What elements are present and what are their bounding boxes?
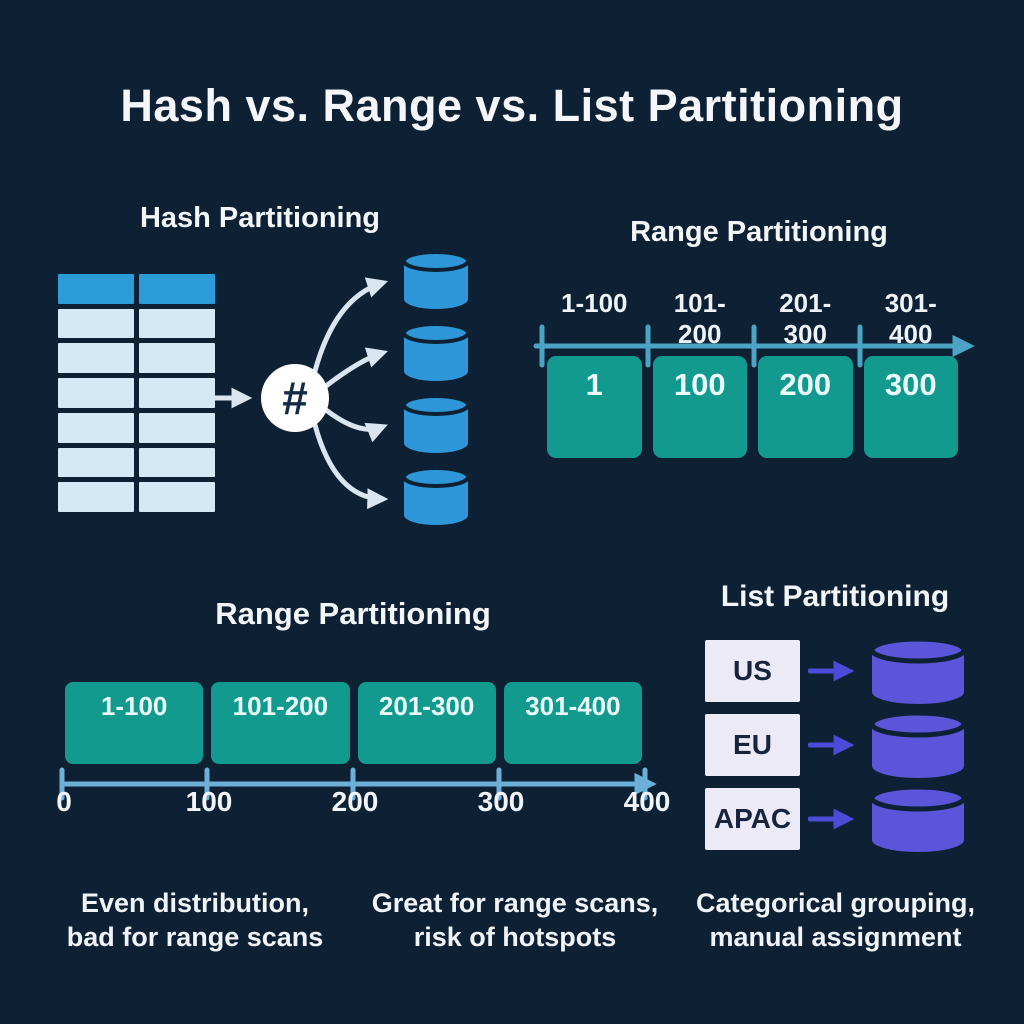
partition-box: 101-200 <box>211 682 350 764</box>
list-caption: Categorical grouping, manual assignment <box>688 886 983 954</box>
partition-box: 1-100 <box>65 682 204 764</box>
axis-tick-label: 300 <box>477 786 525 817</box>
list-partitioning-section: List Partitioning US EU <box>690 570 1000 870</box>
caption-line: manual assignment <box>709 922 962 952</box>
arrow-right-icon <box>808 808 855 830</box>
list-value-box: EU <box>705 714 800 776</box>
source-table-icon <box>58 274 215 512</box>
list-row: US <box>705 636 970 706</box>
page-title: Hash vs. Range vs. List Partitioning <box>120 80 904 131</box>
database-cylinder-icon <box>869 710 967 778</box>
database-cylinder-icon <box>869 636 967 704</box>
list-section-title: List Partitioning <box>720 580 950 613</box>
table-cell <box>58 482 134 512</box>
caption-line: Categorical grouping, <box>695 888 976 918</box>
partition-box: 200 <box>758 356 853 458</box>
arrow-right-icon <box>808 660 855 682</box>
range-top-partitions: 1 100 200 300 <box>547 356 958 458</box>
partition-box: 301-400 <box>503 682 642 764</box>
range-top-section-title: Range Partitioning <box>630 216 888 248</box>
table-cell <box>58 308 134 339</box>
partition-box: 100 <box>652 356 747 458</box>
caption-line: Great for range scans, <box>371 888 659 918</box>
hash-fanout-arrows-icon <box>212 277 389 510</box>
table-header-cell <box>139 274 215 304</box>
table-cell <box>58 378 134 408</box>
caption-line: bad for range scans <box>66 922 324 952</box>
database-cylinder-icon <box>869 784 967 852</box>
arrow-right-icon <box>808 734 855 756</box>
table-cell <box>139 343 215 374</box>
table-cell <box>58 343 134 374</box>
database-cylinder-icon <box>402 394 470 453</box>
range-partitioning-top-section: Range Partitioning 1-100 101-200 201-300… <box>528 206 990 476</box>
hash-caption: Even distribution, bad for range scans <box>35 886 355 954</box>
range-axis-icon <box>533 324 975 368</box>
range-mid-section-title: Range Partitioning <box>215 596 491 631</box>
partition-box: 1 <box>547 356 642 458</box>
table-cell <box>139 308 215 339</box>
partition-box: 300 <box>863 356 958 458</box>
range-label: 1-100 <box>561 288 628 318</box>
table-cell <box>139 447 215 478</box>
number-line-icon <box>59 767 657 801</box>
table-header-cell <box>58 274 134 304</box>
caption-line: risk of hotspots <box>413 922 617 952</box>
hash-function-icon: # <box>261 364 329 432</box>
list-value-box: US <box>705 640 800 702</box>
axis-tick-label: 400 <box>623 786 671 817</box>
caption-line: Even distribution, <box>80 888 309 918</box>
table-cell <box>139 378 215 408</box>
table-cell <box>139 482 215 512</box>
axis-tick-label: 200 <box>331 786 379 817</box>
database-cylinder-icon <box>402 322 470 381</box>
list-row: APAC <box>705 784 970 854</box>
table-cell <box>139 412 215 443</box>
table-cell <box>58 447 134 478</box>
axis-tick-label: 0 <box>56 786 72 817</box>
database-cylinder-icon <box>402 466 470 525</box>
range-partitioning-mid-section: Range Partitioning 1-100 101-200 201-300… <box>56 588 678 828</box>
hash-shards <box>400 250 472 528</box>
range-caption: Great for range scans, risk of hotspots <box>360 886 670 954</box>
hash-symbol: # <box>282 372 308 424</box>
hash-section-title: Hash Partitioning <box>139 202 381 234</box>
database-cylinder-icon <box>402 250 470 309</box>
table-cell <box>58 412 134 443</box>
list-value-box: APAC <box>705 788 800 850</box>
list-row: EU <box>705 710 970 780</box>
range-mid-partitions: 1-100 101-200 201-300 301-400 <box>65 682 642 764</box>
partition-box: 201-300 <box>357 682 496 764</box>
axis-tick-label: 100 <box>185 786 233 817</box>
